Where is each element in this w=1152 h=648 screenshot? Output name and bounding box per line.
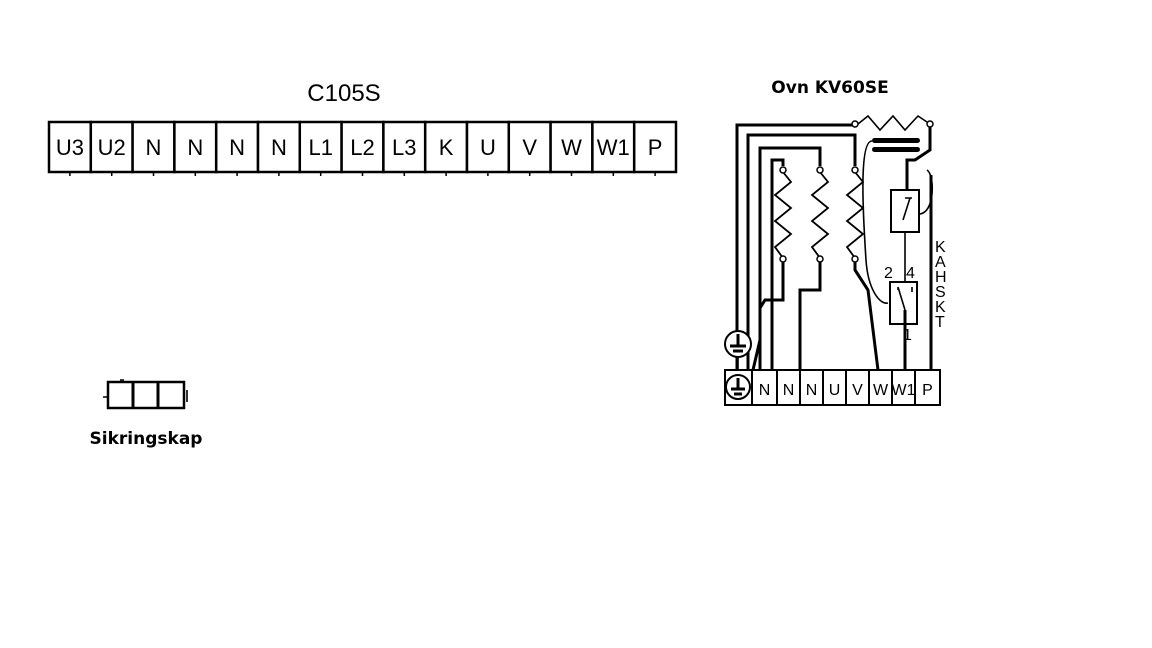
c105s-terminal-label: N	[271, 135, 287, 160]
c105s-terminal-label: L2	[350, 135, 374, 160]
c105s-terminal	[632, 120, 678, 174]
oven-terminal-label: N	[759, 382, 771, 399]
c105s-terminal-label: N	[187, 135, 203, 160]
oven-terminal-label: W	[873, 382, 889, 399]
oven-terminal-label: N	[783, 382, 795, 399]
side-text-letter: H	[935, 269, 947, 286]
c105s-terminal	[591, 120, 636, 174]
heating-element	[845, 171, 865, 259]
thermostat-pin-4: 4	[906, 265, 915, 282]
thermostat-pin-2: 2	[884, 265, 893, 282]
c105s-terminal-label: W1	[597, 135, 630, 160]
c105s-terminal-label: P	[648, 135, 663, 160]
c105s-terminal-label: N	[146, 135, 162, 160]
thermostat-pin-1: 1	[903, 327, 912, 344]
c105s-terminal	[507, 120, 552, 174]
c105s-terminal-label: W	[561, 135, 582, 160]
c105s-terminal-label: L3	[392, 135, 416, 160]
oven-terminal	[914, 369, 941, 406]
oven-terminal-label: V	[852, 382, 863, 399]
heating-element	[773, 171, 793, 259]
fuse-box-title: Sikringskap	[90, 429, 203, 449]
c105s-terminal-label: L1	[308, 135, 332, 160]
side-text-letter: T	[935, 314, 945, 331]
c105s-terminal-label: U3	[56, 135, 84, 160]
oven-terminal	[751, 369, 778, 406]
oven-terminal-label: N	[806, 382, 818, 399]
side-text-letter: A	[935, 254, 946, 271]
oven-terminal-label: W1	[892, 382, 916, 399]
c105s-terminal	[131, 120, 176, 174]
c105s-terminal-label: V	[522, 135, 537, 160]
c105s-terminal-label: U	[480, 135, 496, 160]
c105s-terminal-label: N	[229, 135, 245, 160]
oven-terminal-label: U	[829, 382, 841, 399]
fuse-box-symbol	[103, 379, 188, 410]
c105s-terminal-label: K	[439, 135, 454, 160]
heating-element	[810, 171, 830, 259]
ground-terminal-icon	[725, 374, 751, 400]
oven-terminal-label: P	[922, 382, 933, 399]
c105s-title: C105S	[307, 80, 380, 107]
side-text-letter: K	[935, 239, 946, 256]
ground-icon	[724, 330, 752, 358]
oven-title: Ovn KV60SE	[771, 78, 888, 98]
side-text-letter: K	[935, 299, 946, 316]
c105s-terminal-label: U2	[98, 135, 126, 160]
side-text-letter: S	[935, 284, 946, 301]
